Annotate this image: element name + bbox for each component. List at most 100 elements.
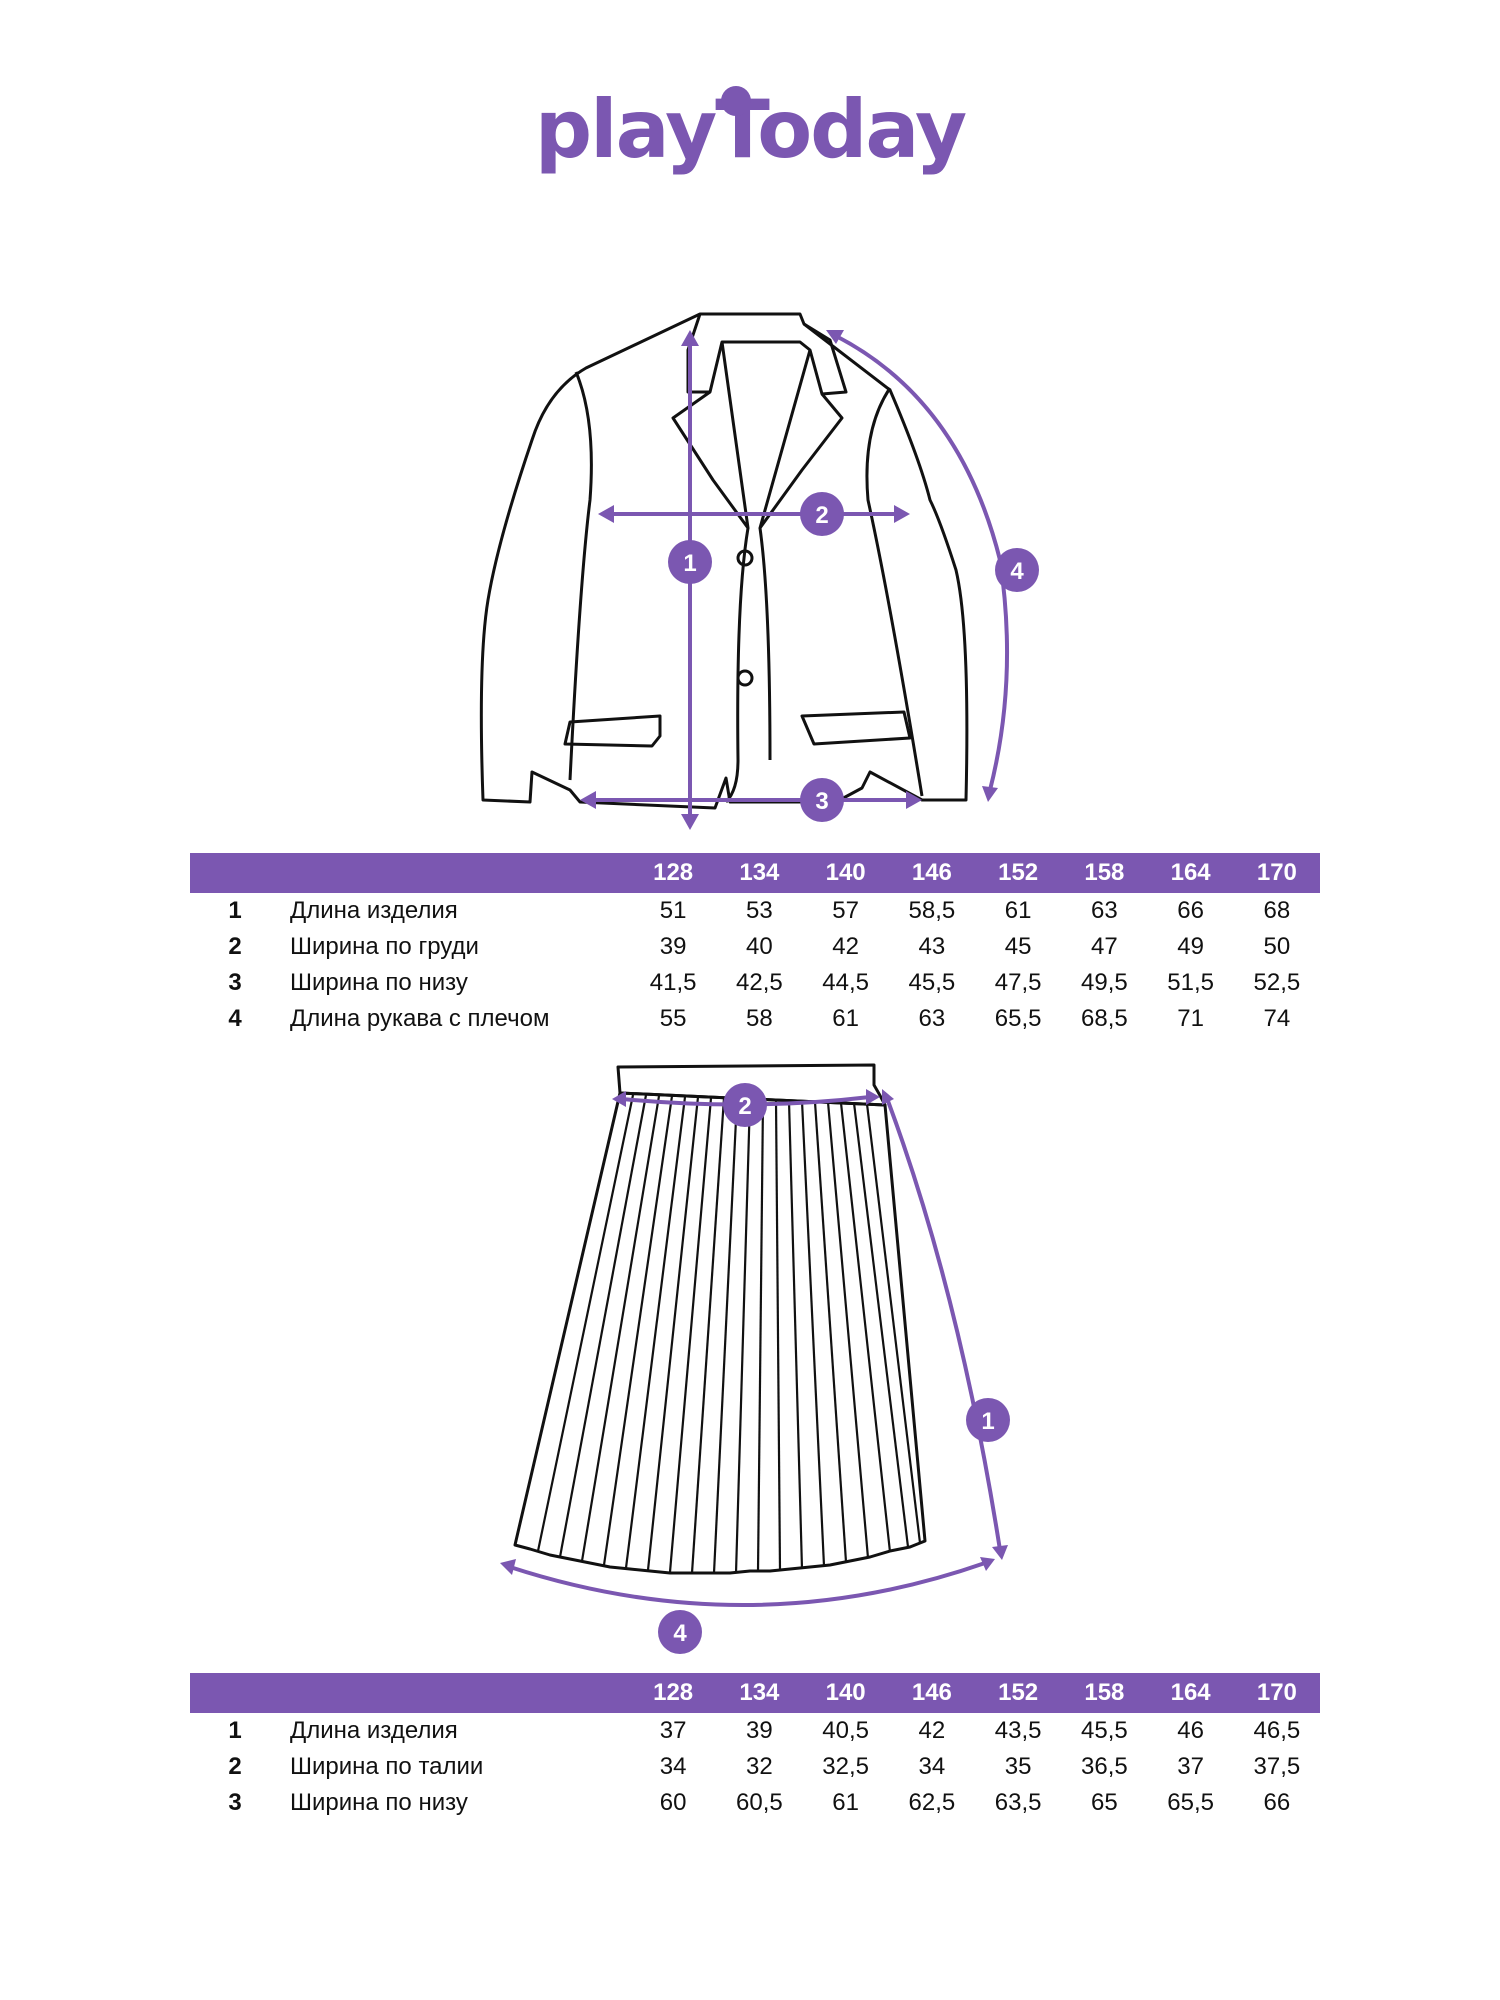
skirt-pleats xyxy=(536,1094,922,1574)
measurement-value: 61 xyxy=(832,1789,859,1816)
row-number: 3 xyxy=(228,969,242,996)
jacket-right-pocket xyxy=(800,710,912,746)
jacket-marker-2: 2 xyxy=(815,502,828,529)
size-header: 170 xyxy=(1233,1673,1320,1713)
measurement-value: 57 xyxy=(832,897,859,924)
measurement-value: 39 xyxy=(659,933,687,960)
measurement-value: 42,5 xyxy=(736,969,783,996)
measurement-value: 49,5 xyxy=(1081,969,1128,996)
measurement-value: 40,5 xyxy=(822,1717,869,1744)
jacket-right-lapel xyxy=(758,349,844,530)
skirt-marker-2: 2 xyxy=(738,1093,751,1120)
skirt-marker-4: 4 xyxy=(673,1620,687,1647)
measurement-value: 44,5 xyxy=(822,969,869,996)
jacket-marker-3: 3 xyxy=(815,788,828,815)
measurement-value: 42 xyxy=(918,1717,946,1744)
size-header: 164 xyxy=(1147,1673,1234,1713)
jacket-marker-1: 1 xyxy=(683,550,696,577)
measurement-value: 63 xyxy=(918,1005,946,1032)
measurement-value: 34 xyxy=(918,1753,946,1780)
size-header: 128 xyxy=(630,853,717,893)
jacket-marker-4: 4 xyxy=(1010,558,1024,585)
jacket-body xyxy=(479,312,969,810)
measurement-value: 66 xyxy=(1177,897,1204,924)
measurement-label: Длина рукава с плечом xyxy=(290,1005,550,1032)
measurement-value: 65,5 xyxy=(1167,1789,1214,1816)
row-number: 1 xyxy=(228,897,242,924)
measurement-value: 51,5 xyxy=(1167,969,1214,996)
size-header: 134 xyxy=(716,853,803,893)
row-number: 2 xyxy=(228,1753,242,1780)
table-row: 1 Длина изделия 37 39 40,5 42 43,5 45,5 … xyxy=(190,1713,1320,1749)
measurement-value: 47 xyxy=(1091,933,1118,960)
measurement-value: 46 xyxy=(1177,1717,1204,1744)
measurement-value: 65 xyxy=(1091,1789,1118,1816)
jacket-collar xyxy=(686,313,848,396)
jacket-left-pocket xyxy=(563,714,662,748)
size-header: 158 xyxy=(1061,1673,1148,1713)
size-header: 128 xyxy=(630,1673,717,1713)
measurement-value: 43 xyxy=(918,933,946,960)
measurement-value: 41,5 xyxy=(649,969,697,996)
size-header: 146 xyxy=(888,853,975,893)
measurement-value: 68 xyxy=(1263,897,1291,924)
table-row: 2 Ширина по груди 39 40 42 43 45 47 49 5… xyxy=(190,929,1320,965)
measurement-label: Длина изделия xyxy=(290,897,458,924)
measurement-value: 58 xyxy=(746,1005,773,1032)
jacket-size-table: 128 134 140 146 152 158 164 170 1 Длина … xyxy=(190,853,1320,1037)
measurement-value: 42 xyxy=(832,933,859,960)
row-number: 1 xyxy=(228,1717,242,1744)
measurement-value: 65,5 xyxy=(994,1005,1042,1032)
measurement-value: 37 xyxy=(1177,1753,1204,1780)
size-header: 146 xyxy=(888,1673,975,1713)
jacket-front-edge xyxy=(724,527,750,804)
measurement-value: 35 xyxy=(1004,1753,1032,1780)
size-header: 152 xyxy=(975,853,1062,893)
table-row: 2 Ширина по талии 34 32 32,5 34 35 36,5 … xyxy=(190,1749,1320,1785)
skirt-drawing: 1 2 4 xyxy=(490,1055,1050,1665)
measurement-value: 45 xyxy=(1004,933,1032,960)
measurement-value: 52,5 xyxy=(1253,969,1301,996)
measurement-value: 50 xyxy=(1263,933,1291,960)
measurement-value: 39 xyxy=(746,1717,773,1744)
measurement-value: 58,5 xyxy=(908,897,956,924)
measurement-value: 32,5 xyxy=(822,1753,869,1780)
measurement-value: 46,5 xyxy=(1253,1717,1301,1744)
row-number: 3 xyxy=(228,1789,242,1816)
measurement-value: 60,5 xyxy=(736,1789,783,1816)
measurement-value: 53 xyxy=(746,897,773,924)
brand-logo: playToday xyxy=(0,90,1500,170)
measurement-value: 74 xyxy=(1263,1005,1291,1032)
row-number: 4 xyxy=(228,1005,242,1032)
jacket-right-sleeve-seam xyxy=(865,387,924,797)
table-row: 4 Длина рукава с плечом 55 58 61 63 65,5… xyxy=(190,1001,1320,1037)
measurement-value: 37,5 xyxy=(1253,1753,1301,1780)
skirt-marker-1: 1 xyxy=(981,1408,994,1435)
jacket-front-edge-right xyxy=(758,527,772,761)
measurement-value: 45,5 xyxy=(1081,1717,1128,1744)
measurement-value: 63 xyxy=(1091,897,1118,924)
jacket-svg: 1 2 3 4 xyxy=(479,312,1039,830)
measurement-value: 43,5 xyxy=(994,1717,1042,1744)
skirt-size-table: 128 134 140 146 152 158 164 170 1 Длина … xyxy=(190,1673,1320,1821)
measurement-value: 61 xyxy=(1004,897,1032,924)
jacket-drawing: 1 2 3 4 xyxy=(470,300,1050,840)
table-row: 3 Ширина по низу 41,5 42,5 44,5 45,5 47,… xyxy=(190,965,1320,1001)
brand-logo-text: playToday xyxy=(534,83,967,176)
jacket-left-sleeve-seam xyxy=(568,371,593,781)
measurement-value: 60 xyxy=(659,1789,687,1816)
measurement-value: 68,5 xyxy=(1081,1005,1128,1032)
brand-logo-dot xyxy=(721,86,751,116)
measurement-label: Ширина по груди xyxy=(290,933,479,960)
table-row: 1 Длина изделия 51 53 57 58,5 61 63 66 6… xyxy=(190,893,1320,929)
measurement-value: 36,5 xyxy=(1081,1753,1128,1780)
size-header: 170 xyxy=(1233,853,1320,893)
measurement-value: 40 xyxy=(746,933,773,960)
measurement-value: 71 xyxy=(1177,1005,1204,1032)
measurement-value: 51 xyxy=(659,897,687,924)
measurement-value: 34 xyxy=(659,1753,687,1780)
size-header: 140 xyxy=(802,1673,889,1713)
size-header: 152 xyxy=(975,1673,1062,1713)
measurement-value: 62,5 xyxy=(908,1789,956,1816)
measurement-value: 32 xyxy=(746,1753,773,1780)
